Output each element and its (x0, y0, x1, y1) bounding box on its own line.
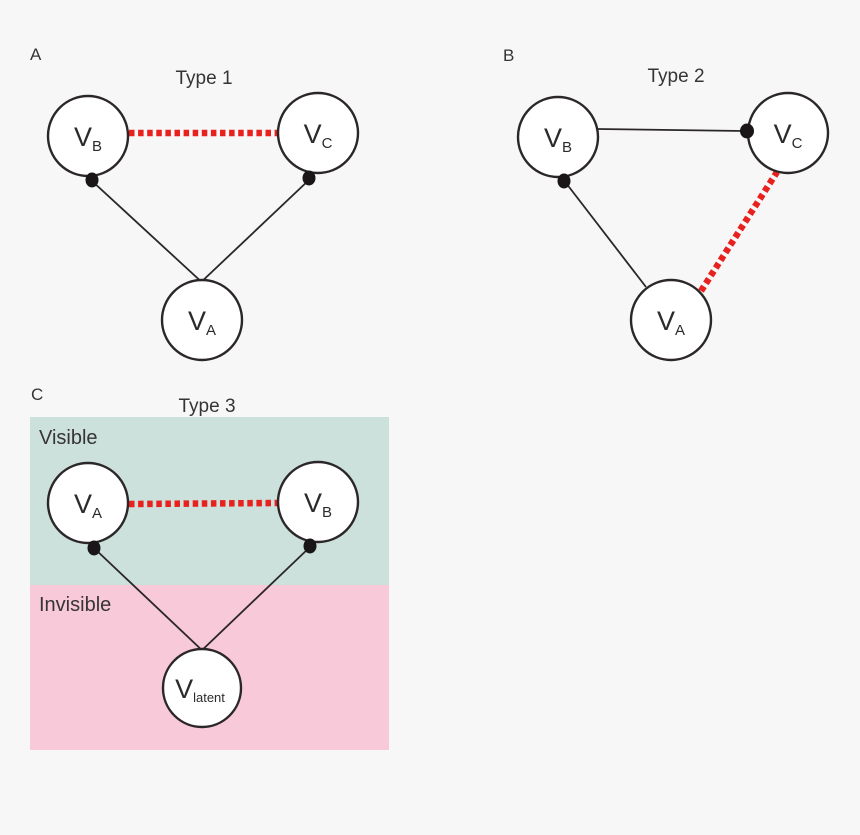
dot-a-at-vc (302, 170, 316, 186)
panel-c-letter: C (31, 385, 43, 404)
node-c-va-label: VA (74, 489, 102, 522)
panel-b: B Type 2 VB VC VA (503, 46, 830, 362)
edge-a-va-vc (196, 178, 311, 287)
node-b-vc-label: VC (774, 119, 803, 152)
visible-region-label: Visible (39, 427, 98, 449)
panel-a-title: Type 1 (175, 68, 232, 89)
dot-a-at-vb (85, 172, 99, 188)
edge-b-va-vb (565, 182, 647, 288)
dot-c-at-va (87, 540, 101, 556)
node-b-va (629, 278, 713, 362)
panel-b-letter: B (503, 46, 514, 65)
dot-b-at-vb (557, 173, 571, 189)
panel-c-title: Type 3 (178, 396, 235, 417)
panel-b-title: Type 2 (647, 66, 704, 87)
node-c-vlatent (161, 647, 243, 729)
dot-b-at-vc (740, 123, 754, 139)
panel-a: A Type 1 VB VC VA (30, 45, 360, 362)
invisible-region-label: Invisible (39, 594, 111, 616)
edge-b-vb-vc (597, 128, 745, 132)
node-c-vb-label: VB (304, 488, 332, 521)
edge-c-vlatent-vb (197, 546, 311, 655)
node-b-vb (516, 95, 600, 179)
node-c-va (46, 461, 130, 545)
node-b-va-label: VA (657, 306, 685, 339)
node-c-vlatent-label: Vlatent (175, 674, 225, 705)
node-b-vb-label: VB (544, 123, 572, 156)
panel-c: C Type 3 Visible Invisible VA VB Vlatent (30, 385, 389, 750)
edge-c-va-vb-red-dashed (128, 499, 278, 508)
node-a-va (160, 278, 244, 362)
dot-c-at-vb (303, 538, 317, 554)
node-a-vc (276, 91, 360, 175)
node-a-vb-label: VB (74, 122, 102, 155)
panel-a-letter: A (30, 45, 42, 64)
node-c-vb (276, 460, 360, 544)
edge-c-vlatent-va (94, 548, 207, 655)
edge-a-va-vb (91, 180, 207, 287)
node-a-va-label: VA (188, 306, 216, 339)
edge-b-va-vc-red-dashed (698, 170, 780, 293)
node-a-vc-label: VC (304, 119, 333, 152)
